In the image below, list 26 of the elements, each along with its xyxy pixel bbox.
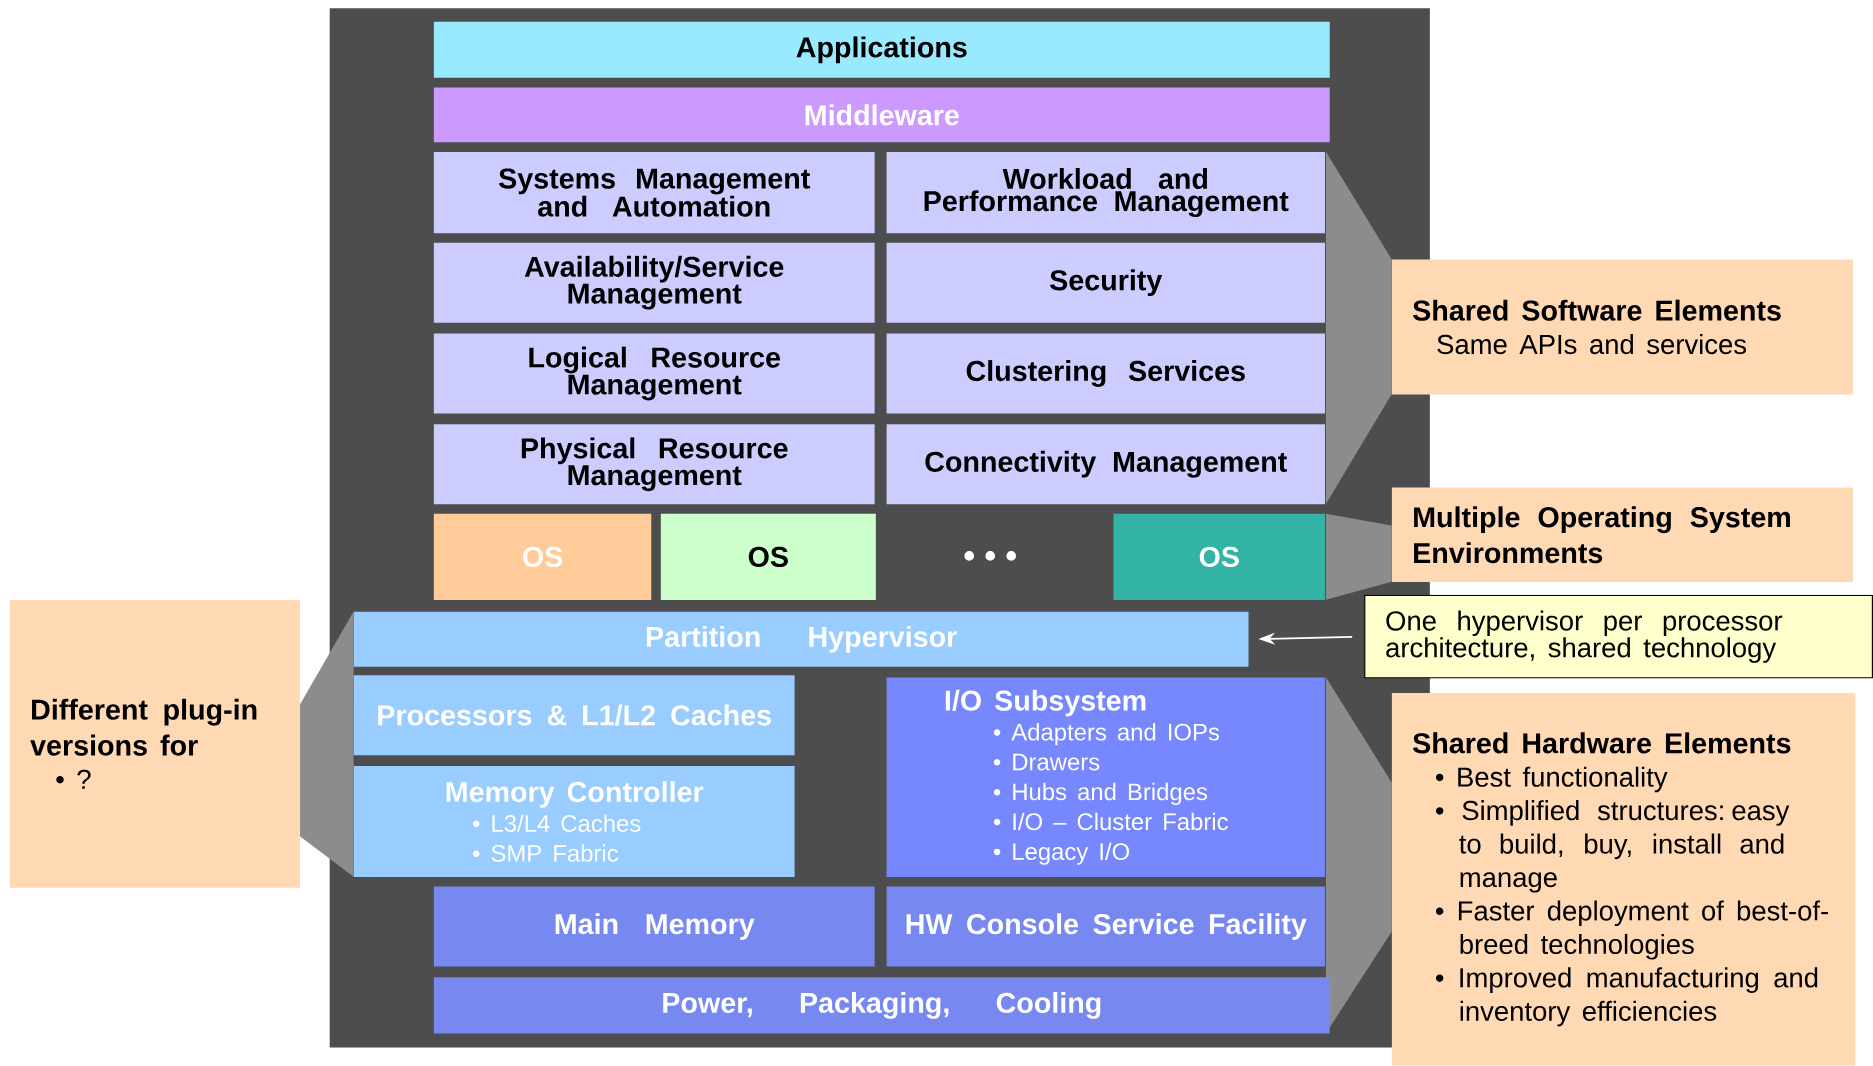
layer-box: Processors & L1/L2 Caches [353,675,795,756]
layer-box: Physical Resource Management [433,424,875,505]
os-box: OS [433,514,652,601]
layer-box: Availability/Service Management [433,242,875,323]
os-box: OS [1113,514,1325,601]
layer-box: Clustering Services [886,333,1325,414]
layer-box: Memory Controller • L3/L4 Caches • SMP Fabric [353,766,795,878]
callout-box: Different plug-in versions for • ? [9,600,301,888]
callout-box: Multiple Operating System Environments [1391,487,1853,583]
layer-bar: Power, Packaging, Cooling [433,977,1330,1034]
layer-box: I/O Subsystem • Adapters and IOPs • Drawers • Hubs and Bridges • I/O – Cluster Fabric • Legacy I/O [886,677,1325,878]
ellipsis-dots: • • • [964,551,1016,561]
layer-box: Security [886,242,1325,323]
callout-box: Shared Software Elements Same APIs and services [1391,259,1853,395]
note-box: One hypervisor per processor architecture, shared technology [1364,595,1873,679]
layer-box: Workload and Performance Management [886,152,1325,234]
layer-box: HW Console Service Facility [886,886,1325,967]
layer-box: Main Memory [433,886,875,967]
layer-box: Connectivity Management [886,424,1325,505]
callout-box: Shared Hardware Elements • Best functionality • Simplified structures: easy to build, buy, install and manage • Faster deployment of best-of-breed technologies • Improved manufacturing and inventory efficiencies [1391,693,1856,1066]
layer-box: Systems Management and Automation [433,152,875,234]
layer-bar: Applications [433,22,1330,79]
layer-box: Logical Resource Management [433,333,875,414]
layer-bar: Middleware [433,87,1330,143]
hypervisor-bar: Partition Hypervisor [353,612,1249,667]
os-box: OS [660,514,876,601]
